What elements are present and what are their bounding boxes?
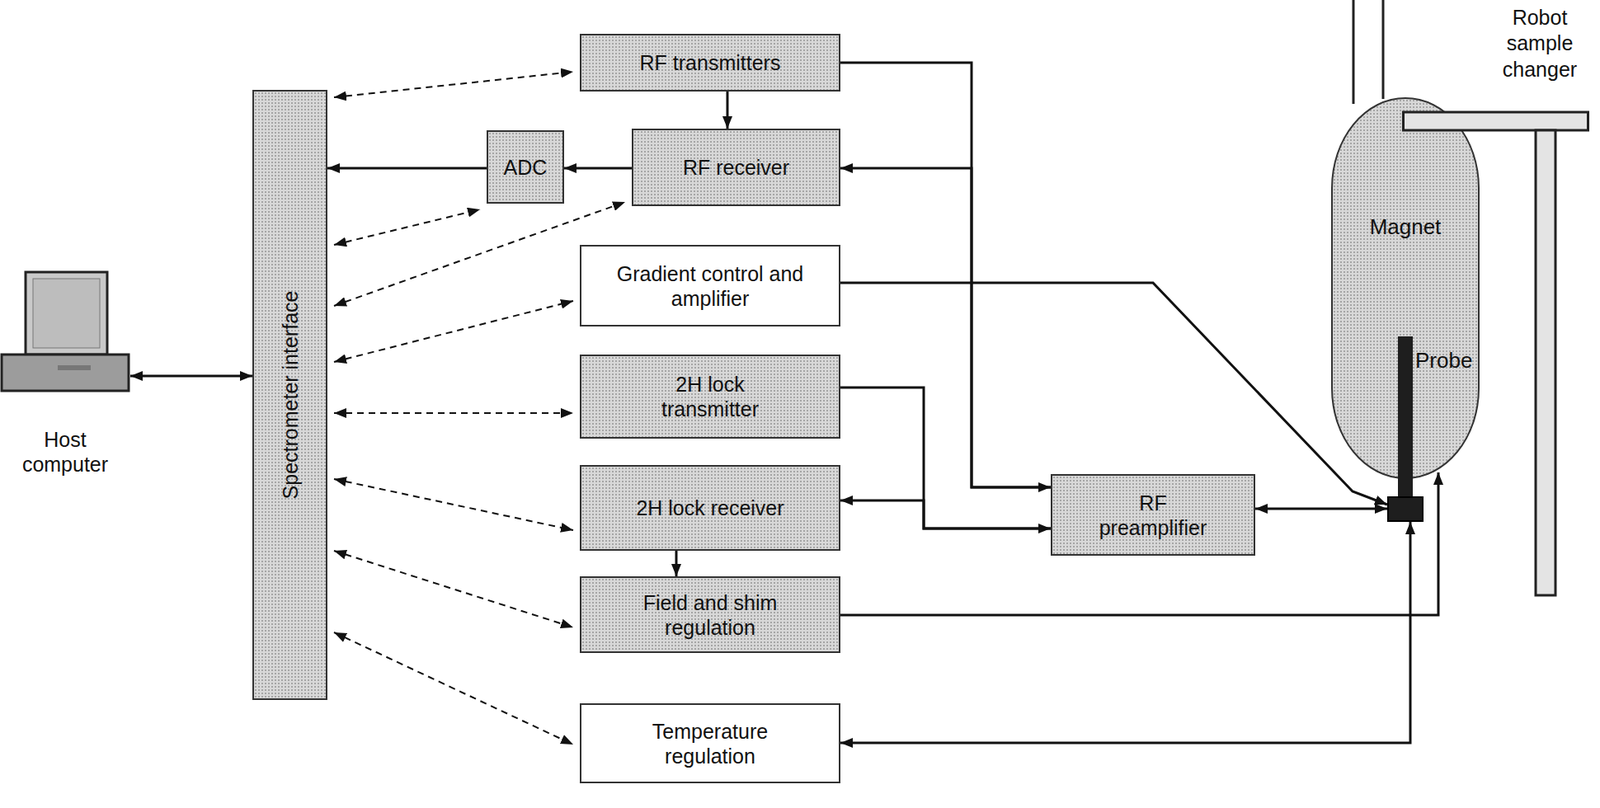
box-label: RF receiver <box>682 155 790 180</box>
signal-line <box>840 62 1051 488</box>
process-box: ADC <box>486 130 565 204</box>
process-box: Temperature regulation <box>579 703 841 784</box>
probe-bar <box>1397 336 1413 499</box>
computer-drawing <box>0 270 131 395</box>
changer-column <box>1535 130 1556 596</box>
drive-slot <box>57 365 91 371</box>
control-link <box>334 550 574 628</box>
changer-arm <box>1403 112 1589 131</box>
process-box: RF preamplifier <box>1050 474 1256 556</box>
probe-rod: Probe <box>1387 336 1424 523</box>
control-link <box>334 479 574 531</box>
sample-changer: Robot sample changer <box>1402 4 1596 598</box>
signal-line <box>327 167 487 170</box>
box-label: Magnet <box>1332 214 1478 240</box>
box-label: Temperature regulation <box>627 719 793 769</box>
signal-line <box>675 550 678 577</box>
monitor <box>25 272 108 355</box>
computer-icon: Host computer <box>0 270 131 477</box>
control-link <box>334 301 574 363</box>
pipe-line <box>1352 0 1356 104</box>
control-link <box>334 632 574 745</box>
pipe-line <box>1382 0 1385 99</box>
process-box: Field and shim regulation <box>579 576 841 654</box>
signal-line <box>840 168 1051 488</box>
box-label: Field and shim regulation <box>607 590 814 640</box>
box-label: Spectrometer interface <box>277 291 303 500</box>
box-label: 2H lock receiver <box>635 495 784 521</box>
process-box: RF receiver <box>631 128 841 207</box>
signal-line <box>840 387 1051 529</box>
box-label: Host computer <box>0 427 131 477</box>
box-label: RF preamplifier <box>1082 490 1224 541</box>
box-label: 2H lock transmitter <box>631 371 789 422</box>
box-label: RF transmitters <box>640 50 782 76</box>
process-box: 2H lock transmitter <box>579 354 841 439</box>
magnet-body: MagnetProbe <box>1331 97 1480 480</box>
signal-line <box>840 500 1051 529</box>
signal-line <box>1255 508 1388 511</box>
probe-head <box>1387 496 1424 523</box>
control-link <box>334 209 480 245</box>
interface-bar: Spectrometer interface <box>252 89 328 701</box>
signal-line <box>564 167 632 170</box>
control-link <box>334 71 574 98</box>
signal-line <box>130 375 253 378</box>
box-label: Probe <box>1415 348 1473 374</box>
changer-drawing <box>1402 4 1596 598</box>
signal-line <box>726 91 730 129</box>
control-link <box>334 412 574 415</box>
box-label: Robot sample changer <box>1484 4 1596 83</box>
process-box: RF transmitters <box>579 33 841 92</box>
process-box: Gradient control and amplifier <box>579 244 841 327</box>
box-label: Gradient control and amplifier <box>590 261 830 311</box>
process-box: 2H lock receiver <box>579 465 841 551</box>
signal-line <box>840 282 1388 505</box>
computer-base <box>1 354 129 391</box>
screen <box>32 278 100 349</box>
signal-line <box>840 472 1439 616</box>
box-label: ADC <box>503 155 548 180</box>
